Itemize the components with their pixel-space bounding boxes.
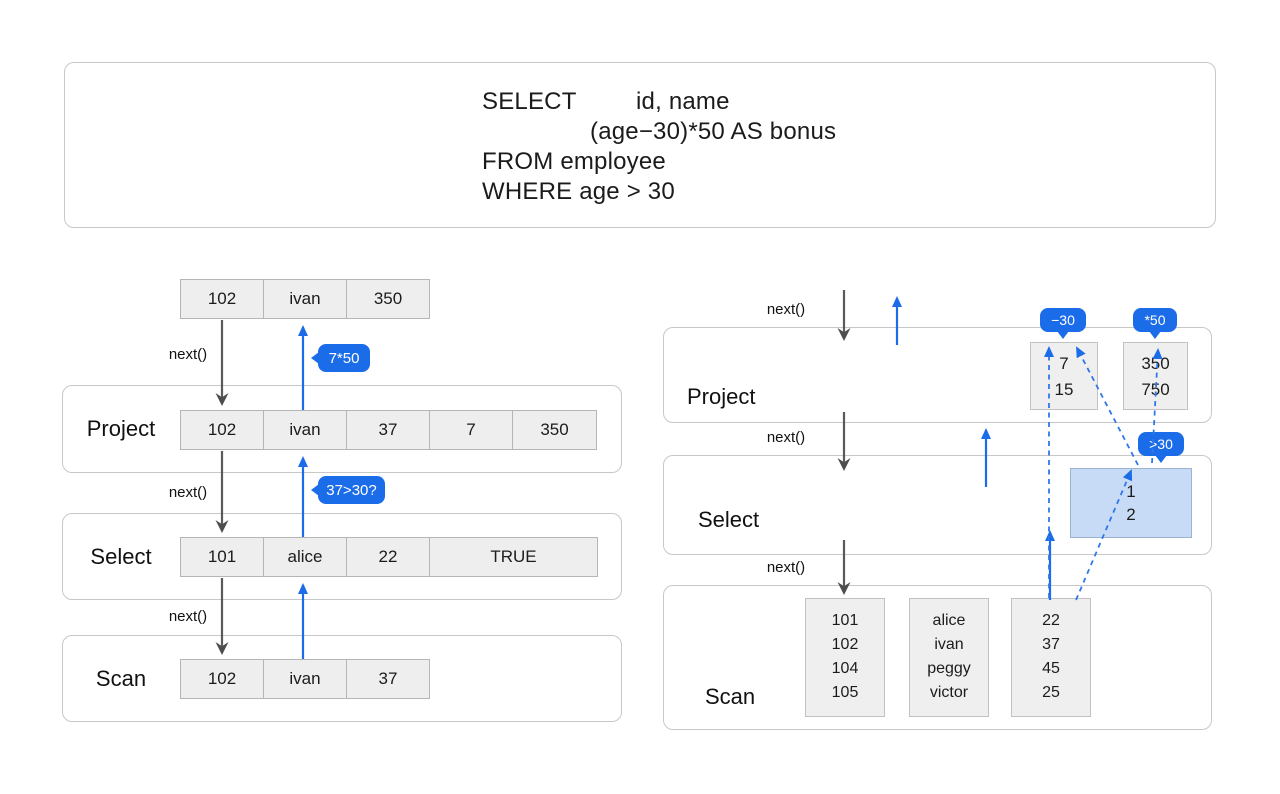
- tuple-cell: 350: [512, 410, 597, 450]
- column-value: 102: [831, 636, 859, 653]
- column-value: alice: [932, 612, 966, 629]
- column-value: 37: [1042, 636, 1060, 653]
- vector-value: 350: [1141, 354, 1170, 373]
- left-project-tuple-row: 102 ivan 37 7 350: [180, 410, 597, 450]
- column-value: 101: [831, 612, 859, 629]
- bonus-vector: 350 750: [1123, 342, 1188, 410]
- next-call-label: next(): [168, 484, 208, 501]
- next-call-label: next(): [766, 301, 806, 318]
- sql-select-list-line1: id, name: [636, 88, 730, 115]
- tuple-cell: 101: [180, 537, 264, 577]
- tuple-cell: 102: [180, 410, 264, 450]
- sql-select-list-line2: (age−30)*50 AS bonus: [590, 118, 837, 145]
- next-call-label: next(): [766, 559, 806, 576]
- vector-value: 7: [1059, 354, 1069, 373]
- column-value: 105: [831, 684, 859, 701]
- times-50-bubble: *50: [1133, 308, 1177, 339]
- vector-value: 750: [1141, 380, 1170, 399]
- tuple-cell: 350: [346, 279, 430, 319]
- right-scan-label: Scan: [705, 684, 756, 709]
- column-value: peggy: [927, 660, 971, 677]
- right-select-label: Select: [698, 507, 760, 532]
- minus-30-bubble: −30: [1040, 308, 1086, 339]
- column-value: ivan: [934, 636, 964, 653]
- vector-value: 15: [1054, 380, 1074, 399]
- tuple-cell: alice: [263, 537, 347, 577]
- tuple-cell: 22: [346, 537, 430, 577]
- age-column-vector: 22 37 45 25: [1011, 598, 1091, 717]
- column-value: 22: [1042, 612, 1060, 629]
- selection-vector-box: 1 2: [1070, 468, 1192, 538]
- tuple-cell: TRUE: [429, 537, 598, 577]
- sql-where-line: WHERE age > 30: [482, 178, 675, 205]
- age-minus-30-vector: 7 15: [1030, 342, 1098, 410]
- tuple-cell: ivan: [263, 659, 347, 699]
- column-value: 45: [1042, 660, 1060, 677]
- column-value: victor: [929, 684, 969, 701]
- left-scan-tuple-row: 102 ivan 37: [180, 659, 430, 699]
- left-scan-label: Scan: [95, 665, 147, 691]
- next-call-label: next(): [168, 346, 208, 363]
- next-call-label: next(): [766, 429, 806, 446]
- selection-index: 2: [1126, 505, 1136, 524]
- greater-than-30-bubble: >30: [1138, 432, 1184, 463]
- left-project-label: Project: [86, 416, 156, 441]
- next-call-label: next(): [168, 608, 208, 625]
- tuple-cell: ivan: [263, 279, 347, 319]
- selection-index: 1: [1126, 482, 1136, 501]
- sql-query-panel: [64, 62, 1216, 228]
- tuple-cell: 37: [346, 659, 430, 699]
- tuple-cell: 102: [180, 279, 264, 319]
- tuple-cell: 102: [180, 659, 264, 699]
- tuple-cell: 7: [429, 410, 513, 450]
- name-column-vector: alice ivan peggy victor: [909, 598, 989, 717]
- left-select-tuple-row: 101 alice 22 TRUE: [180, 537, 598, 577]
- column-value: 25: [1042, 684, 1060, 701]
- left-select-label: Select: [90, 543, 152, 569]
- tuple-cell: 37: [346, 410, 430, 450]
- bonus-computation-bubble: 7*50: [311, 344, 370, 372]
- column-value: 104: [831, 660, 859, 677]
- sql-from-line: FROM employee: [482, 148, 666, 175]
- id-column-vector: 101 102 104 105: [805, 598, 885, 717]
- predicate-check-bubble: 37>30?: [311, 476, 385, 504]
- sql-keyword-select: SELECT: [482, 88, 577, 115]
- left-output-tuple-row: 102 ivan 350: [180, 279, 430, 319]
- tuple-cell: ivan: [263, 410, 347, 450]
- right-project-label: Project: [687, 384, 756, 409]
